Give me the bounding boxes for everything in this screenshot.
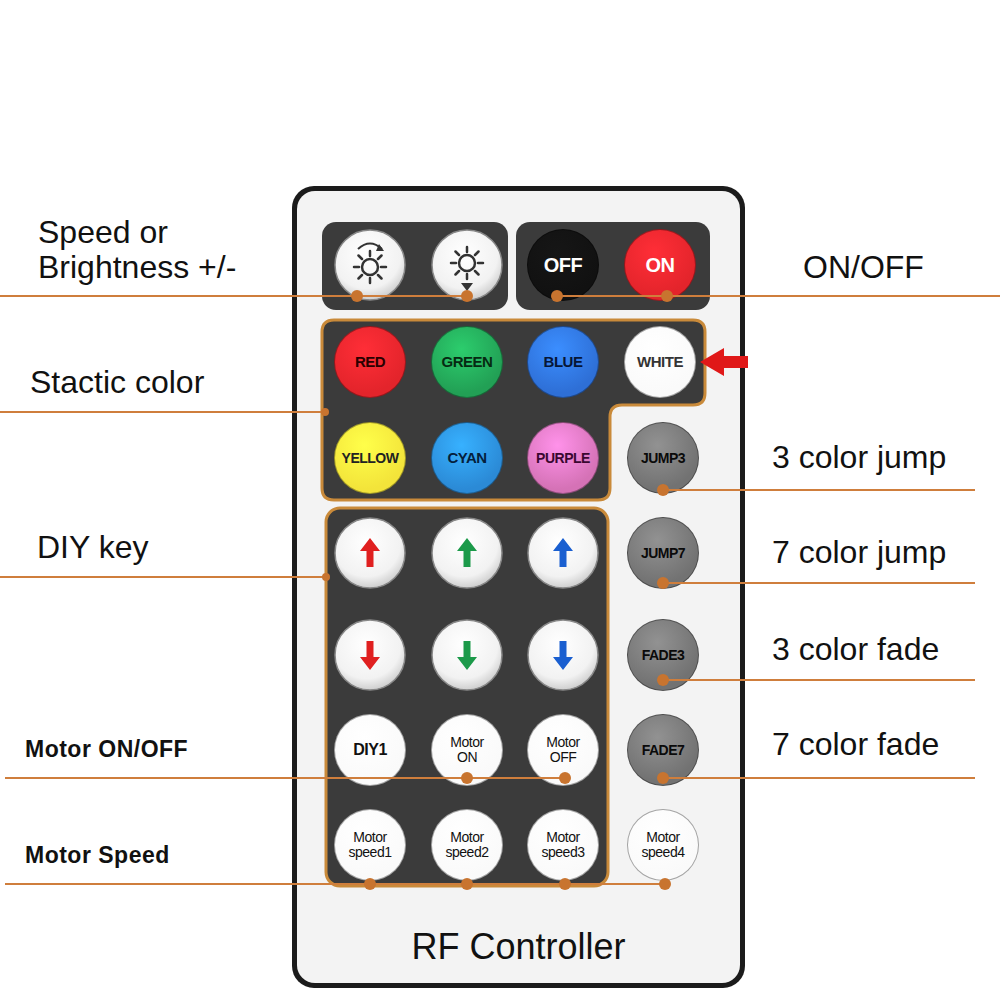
button-label: JUMP7 xyxy=(641,546,685,561)
leader-line xyxy=(557,295,1000,297)
brightness-up-button xyxy=(335,230,405,300)
button-label: Motor speed2 xyxy=(439,830,495,859)
button-label: FADE3 xyxy=(642,648,685,663)
remote-button: GREEN xyxy=(431,326,503,398)
callout-label: ON/OFF xyxy=(803,250,924,285)
button-label: Motor ON xyxy=(441,735,493,764)
remote-button: RED xyxy=(334,326,406,398)
leader-line xyxy=(663,777,975,779)
callout-label: Speed or Brightness +/- xyxy=(38,215,278,284)
remote-button: Motor speed2 xyxy=(431,809,503,881)
diy-arrow-button xyxy=(528,620,598,690)
callout-label: 3 color jump xyxy=(772,440,946,475)
button-label: WHITE xyxy=(637,354,683,370)
leader-dot xyxy=(657,484,669,496)
remote-button: Motor speed4 xyxy=(627,809,699,881)
product-name: RF Controller xyxy=(411,926,625,968)
remote-button: Motor speed1 xyxy=(334,809,406,881)
remote-button: Motor speed3 xyxy=(527,809,599,881)
remote-button: JUMP3 xyxy=(627,422,699,494)
button-label: ON xyxy=(646,255,675,276)
leader-dot xyxy=(657,674,669,686)
brightness-down-button xyxy=(432,230,502,300)
callout-label: DIY key xyxy=(37,530,148,565)
leader-line xyxy=(663,582,975,584)
leader-dot xyxy=(322,573,330,581)
button-label: Motor speed1 xyxy=(342,830,398,859)
leader-line xyxy=(0,295,467,297)
pointer-arrow xyxy=(700,348,748,376)
remote-button: PURPLE xyxy=(527,422,599,494)
button-label: Motor speed3 xyxy=(535,830,591,859)
button-label: Motor OFF xyxy=(537,735,589,764)
leader-dot xyxy=(551,290,563,302)
color-panel xyxy=(322,320,705,500)
leader-dot xyxy=(657,577,669,589)
leader-dot xyxy=(461,878,473,890)
button-label: YELLOW xyxy=(342,451,399,466)
leader-dot xyxy=(661,290,673,302)
button-label: JUMP3 xyxy=(641,451,685,466)
callout-label: Motor ON/OFF xyxy=(25,737,188,762)
button-label: DIY1 xyxy=(353,742,387,759)
button-label: GREEN xyxy=(442,354,493,370)
remote-button: DIY1 xyxy=(334,714,406,786)
diy-arrow-button xyxy=(432,518,502,588)
leader-dot xyxy=(364,878,376,890)
callout-label: 3 color fade xyxy=(772,632,939,667)
button-label: CYAN xyxy=(447,450,486,466)
callout-label: Motor Speed xyxy=(25,843,170,868)
remote-face xyxy=(297,191,740,983)
diy-arrow-button xyxy=(335,518,405,588)
leader-line xyxy=(663,679,975,681)
leader-line xyxy=(5,777,565,779)
diy-arrow-button xyxy=(528,518,598,588)
callout-label: 7 color jump xyxy=(772,535,946,570)
leader-dot xyxy=(659,878,671,890)
remote-button: CYAN xyxy=(431,422,503,494)
diy-arrow-button xyxy=(432,620,502,690)
button-label: Motor speed4 xyxy=(635,830,691,859)
callout-label: 7 color fade xyxy=(772,727,939,762)
remote-button: YELLOW xyxy=(334,422,406,494)
diy-arrow-button xyxy=(335,620,405,690)
button-label: BLUE xyxy=(544,354,583,370)
remote-button: WHITE xyxy=(624,326,696,398)
leader-dot xyxy=(351,290,363,302)
leader-line xyxy=(0,576,326,578)
button-label: OFF xyxy=(544,255,583,276)
remote-button: OFF xyxy=(527,229,599,301)
button-label: FADE7 xyxy=(642,743,685,758)
remote-button: ON xyxy=(624,229,696,301)
diy-panel xyxy=(326,508,608,886)
remote-housing xyxy=(292,186,745,988)
button-label: RED xyxy=(355,354,385,370)
remote-body: RF Controller OFF ON RED GREEN BLUE WHITE YELLO… xyxy=(292,186,745,988)
leader-dot xyxy=(461,772,473,784)
button-label: PURPLE xyxy=(536,451,590,466)
leader-line xyxy=(0,411,325,413)
leader-dot xyxy=(321,408,329,416)
callout-label: Stactic color xyxy=(30,365,204,400)
leader-line xyxy=(663,489,975,491)
remote-button: BLUE xyxy=(527,326,599,398)
leader-dot xyxy=(559,772,571,784)
leader-dot xyxy=(461,290,473,302)
leader-dot xyxy=(657,772,669,784)
leader-dot xyxy=(559,878,571,890)
